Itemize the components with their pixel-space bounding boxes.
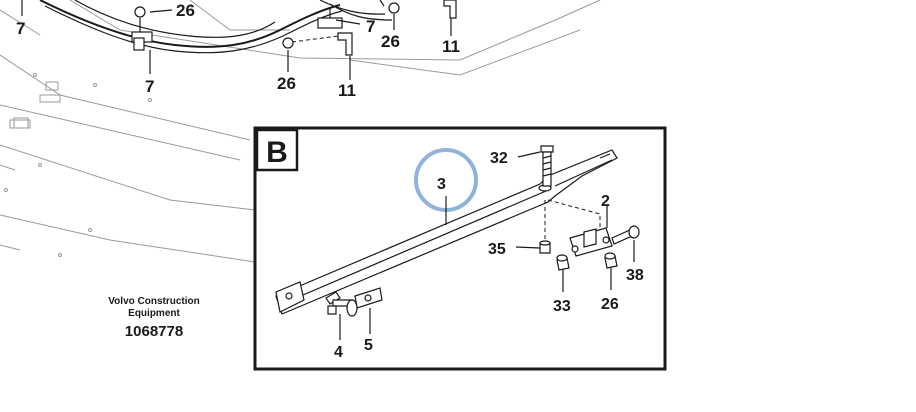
callout-7: 7 (145, 77, 154, 96)
callout-32: 32 (490, 150, 508, 167)
publisher-line-2: Equipment (128, 308, 180, 319)
bolt-32 (540, 145, 554, 187)
callout-11: 11 (338, 81, 356, 100)
top-leaders (21, 0, 452, 80)
publisher-block: Volvo Construction Equipment 1068778 (108, 296, 199, 340)
callout-3: 3 (437, 176, 446, 193)
overview-frame (0, 0, 601, 263)
nut-35 (539, 200, 551, 254)
publisher-line-1: Volvo Construction (108, 296, 199, 307)
drawing-number: 1068778 (125, 323, 183, 340)
callout-5: 5 (364, 337, 373, 354)
callout-33: 33 (553, 298, 571, 315)
callout-26: 26 (381, 32, 400, 51)
callout-38: 38 (626, 267, 644, 284)
detail-label: B (266, 136, 288, 169)
callout-26: 26 (601, 296, 619, 313)
callout-26: 26 (176, 1, 195, 20)
bolt-38 (611, 225, 640, 245)
nut-26 (604, 252, 618, 269)
callout-26: 26 (277, 74, 296, 93)
callout-7: 7 (16, 19, 25, 38)
callout-7: 7 (366, 17, 375, 36)
top-hose-routing (39, 0, 457, 56)
nut-33 (556, 254, 570, 271)
pin-4-and-plate-5 (325, 287, 383, 317)
callout-4: 4 (334, 344, 343, 361)
clamp-2 (547, 199, 613, 257)
callout-2: 2 (601, 193, 610, 210)
callout-35: 35 (488, 241, 506, 258)
detail-callouts: 32 3 2 35 38 33 26 4 5 (334, 150, 644, 361)
top-callouts: 7 26 7 7 26 11 26 11 (16, 1, 460, 100)
support-bar (275, 149, 618, 315)
callout-11: 11 (442, 37, 460, 56)
detail-leaders (339, 151, 635, 340)
